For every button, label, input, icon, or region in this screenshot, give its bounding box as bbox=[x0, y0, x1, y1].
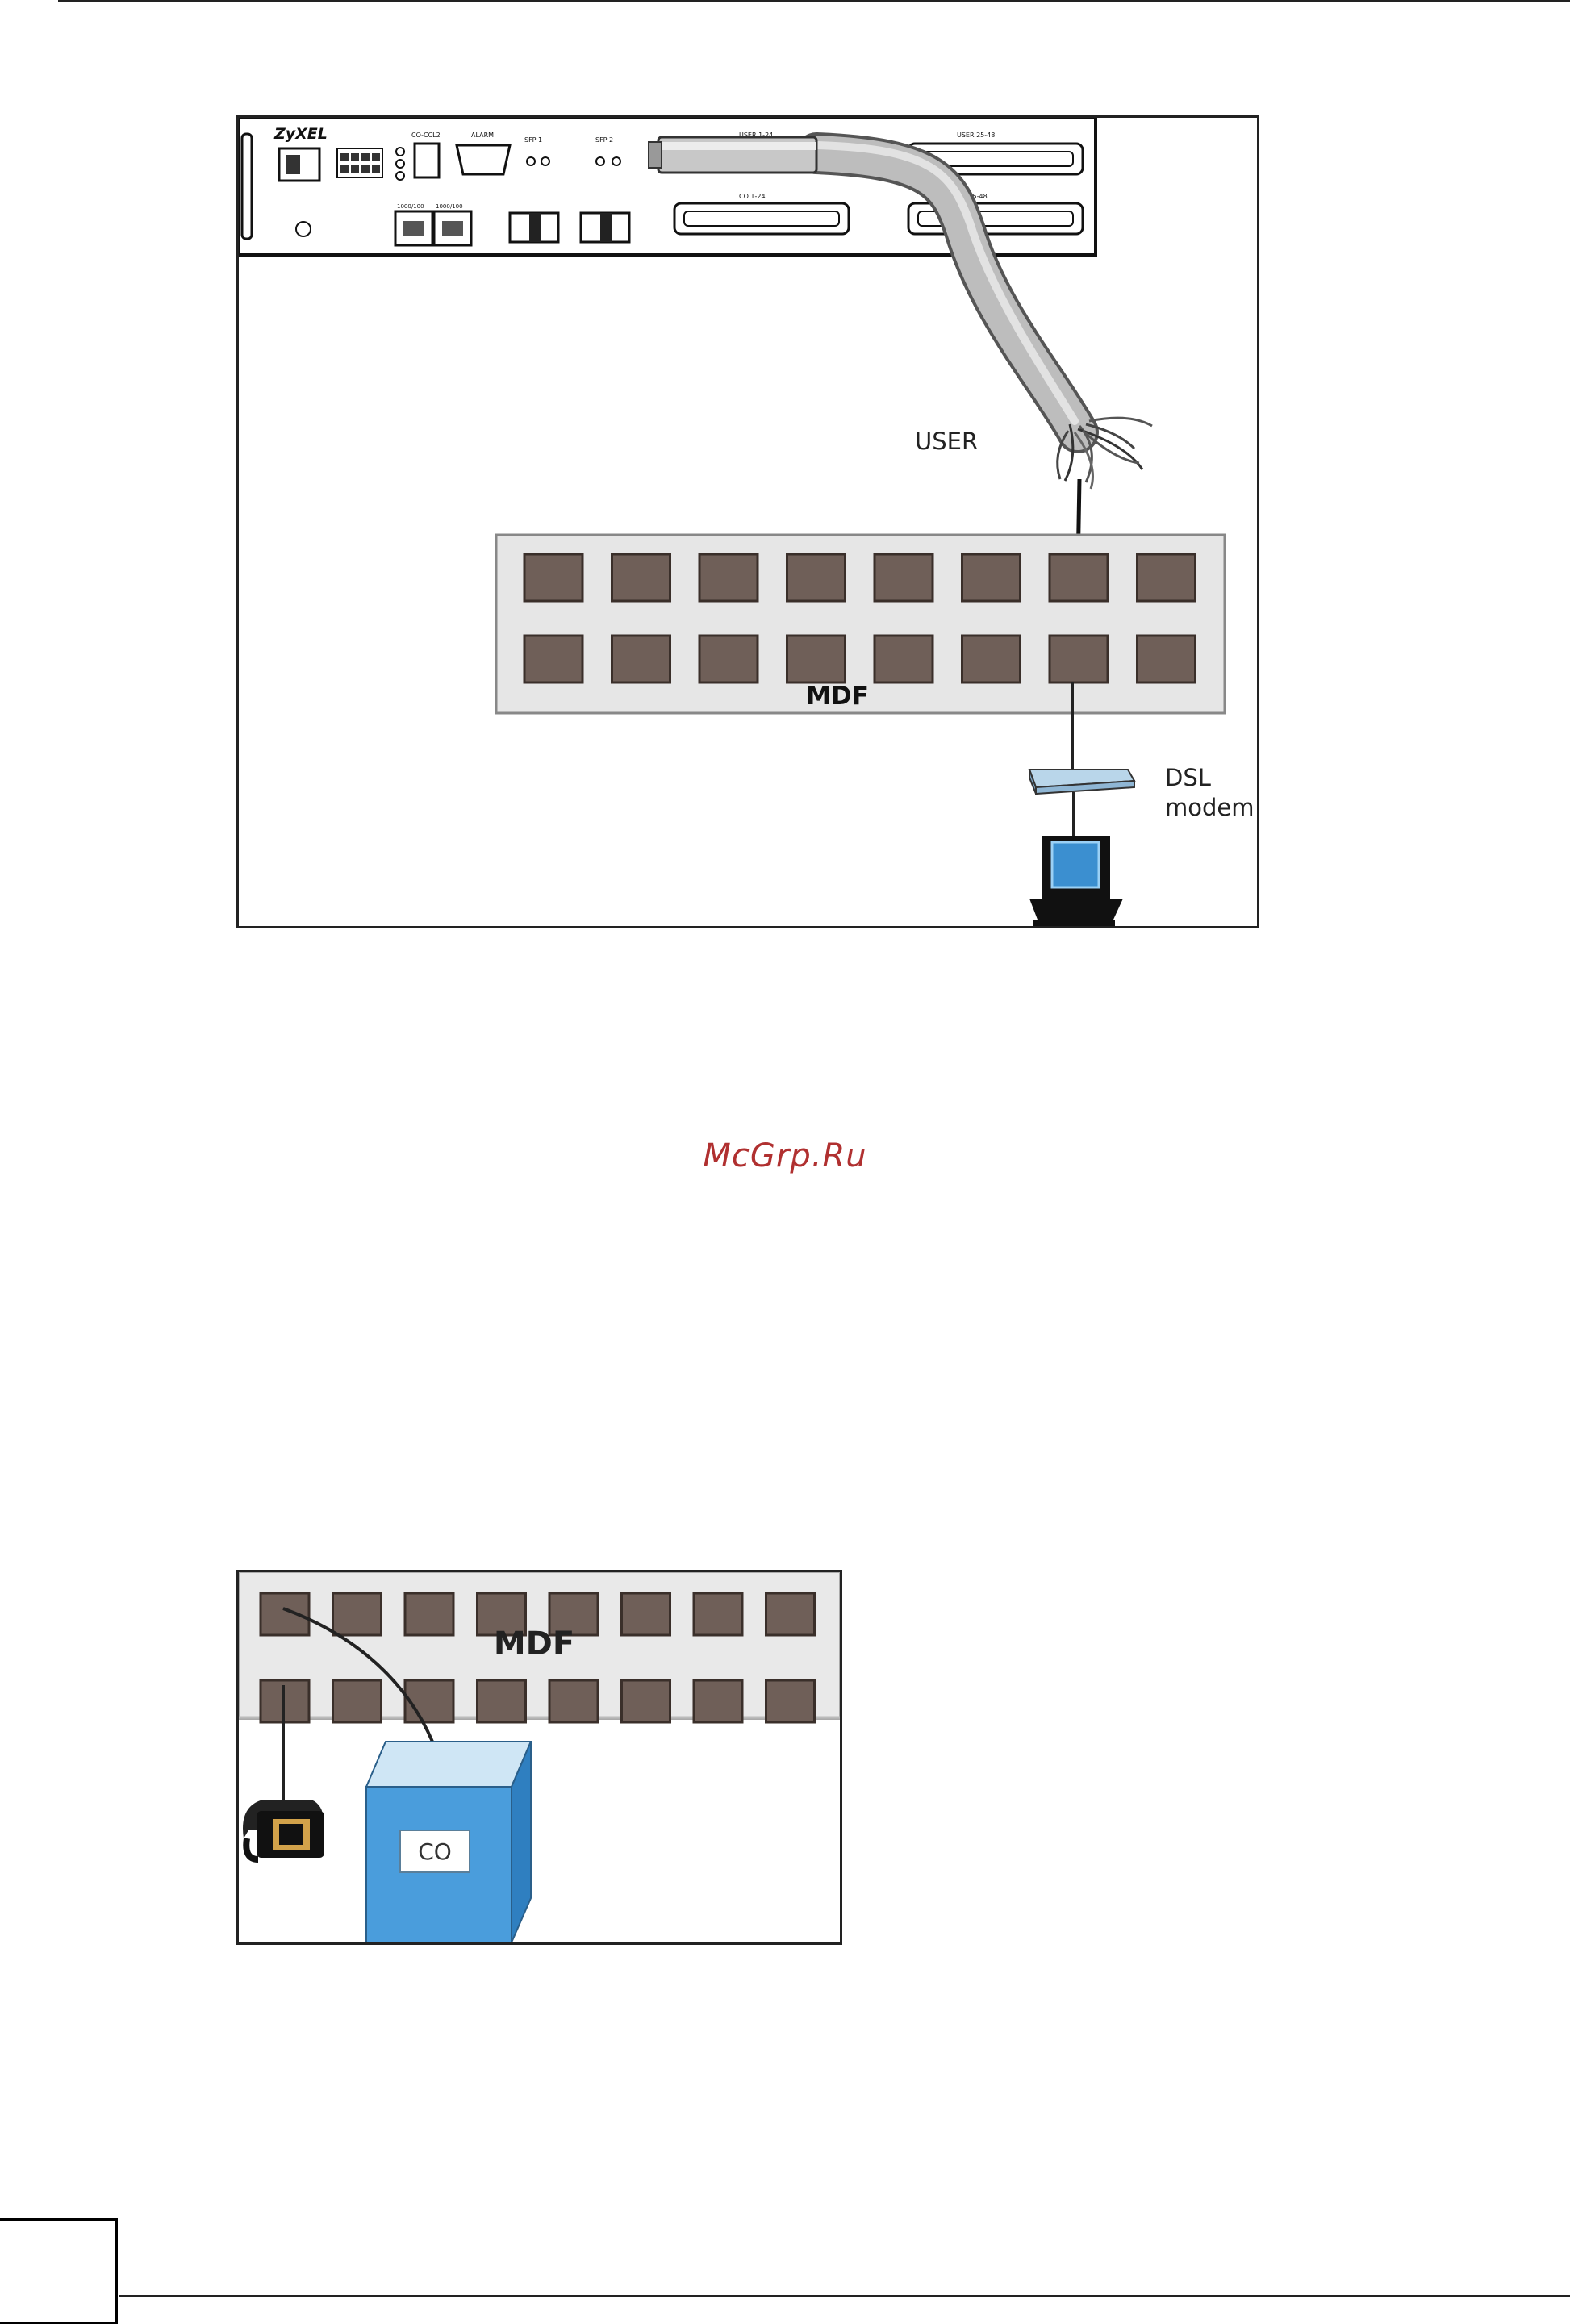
modem-label-line2: modem bbox=[1165, 794, 1255, 821]
mdf-label: MDF bbox=[494, 1625, 574, 1663]
mdf-port bbox=[1050, 636, 1108, 682]
device-brand: ZyXEL bbox=[273, 125, 328, 143]
co-label: CO bbox=[418, 1838, 452, 1865]
mdf-port bbox=[405, 1680, 453, 1722]
mdf-port bbox=[766, 1680, 815, 1722]
figure-co-connection: MDF CO bbox=[236, 1570, 842, 1945]
dsl-modem bbox=[1029, 770, 1134, 794]
port-label: CO 1-24 bbox=[739, 193, 766, 200]
port-label: CO-CCL2 bbox=[411, 131, 441, 139]
mdf-port bbox=[962, 554, 1021, 601]
port-label: ALARM bbox=[471, 131, 494, 139]
mdf-port bbox=[622, 1680, 670, 1722]
port-label: USER 25-48 bbox=[957, 131, 995, 139]
diagram-user-mdf: ZyXEL CO-CCL2 ALARM SFP 1 bbox=[239, 118, 1257, 926]
co-ccl2-port bbox=[415, 144, 439, 177]
terminal-block bbox=[337, 148, 382, 177]
mdf-port bbox=[962, 636, 1021, 682]
mdf-port bbox=[699, 554, 758, 601]
mdf-port bbox=[612, 554, 670, 601]
led-indicator bbox=[396, 148, 404, 156]
port-label: 1000/100 bbox=[397, 203, 424, 210]
alarm-port bbox=[457, 145, 510, 174]
co-1-24-connector bbox=[674, 203, 849, 234]
mdf-port bbox=[699, 636, 758, 682]
mdf-port bbox=[478, 1680, 526, 1722]
mdf-port bbox=[549, 1680, 598, 1722]
port-label: 1000/100 bbox=[436, 203, 463, 210]
telephone-icon bbox=[243, 1800, 324, 1859]
mdf-port bbox=[766, 1593, 815, 1635]
port-label: SFP 1 bbox=[524, 136, 542, 144]
ground-icon bbox=[296, 222, 311, 236]
mdf-panel: MDF bbox=[496, 535, 1225, 713]
mdf-port bbox=[787, 554, 846, 601]
mdf-port bbox=[694, 1593, 742, 1635]
mdf-port bbox=[1138, 636, 1196, 682]
page-number-box bbox=[0, 2218, 118, 2324]
mdf-label: MDF bbox=[806, 682, 869, 711]
mdf-port bbox=[612, 636, 670, 682]
footer-rule bbox=[119, 2295, 1570, 2297]
figure-user-connection: ZyXEL CO-CCL2 ALARM SFP 1 bbox=[236, 115, 1259, 928]
co-box: CO bbox=[366, 1742, 531, 1942]
mdf-port bbox=[333, 1593, 382, 1635]
cable-label-user: USER bbox=[915, 428, 978, 455]
led-indicator bbox=[396, 160, 404, 168]
led-indicator bbox=[396, 172, 404, 180]
mdf-port bbox=[622, 1593, 670, 1635]
rack-handle bbox=[242, 134, 252, 239]
mdf-port bbox=[875, 554, 933, 601]
mdf-port bbox=[524, 636, 582, 682]
computer-icon bbox=[1029, 836, 1123, 926]
mdf-port bbox=[1138, 554, 1196, 601]
modem-label-line1: DSL bbox=[1165, 764, 1211, 791]
mdf-port bbox=[787, 636, 846, 682]
header-rule bbox=[58, 0, 1570, 2]
watermark: McGrp.Ru bbox=[0, 1137, 1570, 1175]
diagram-co-mdf: MDF CO bbox=[239, 1572, 840, 1942]
port-label: SFP 2 bbox=[595, 136, 613, 144]
mdf-panel: MDF bbox=[239, 1572, 840, 1722]
mdf-port bbox=[333, 1680, 382, 1722]
mdf-port bbox=[1050, 554, 1108, 601]
mdf-port bbox=[405, 1593, 453, 1635]
mdf-port bbox=[875, 636, 933, 682]
mdf-port bbox=[524, 554, 582, 601]
mdf-port bbox=[261, 1593, 309, 1635]
mdf-port bbox=[694, 1680, 742, 1722]
